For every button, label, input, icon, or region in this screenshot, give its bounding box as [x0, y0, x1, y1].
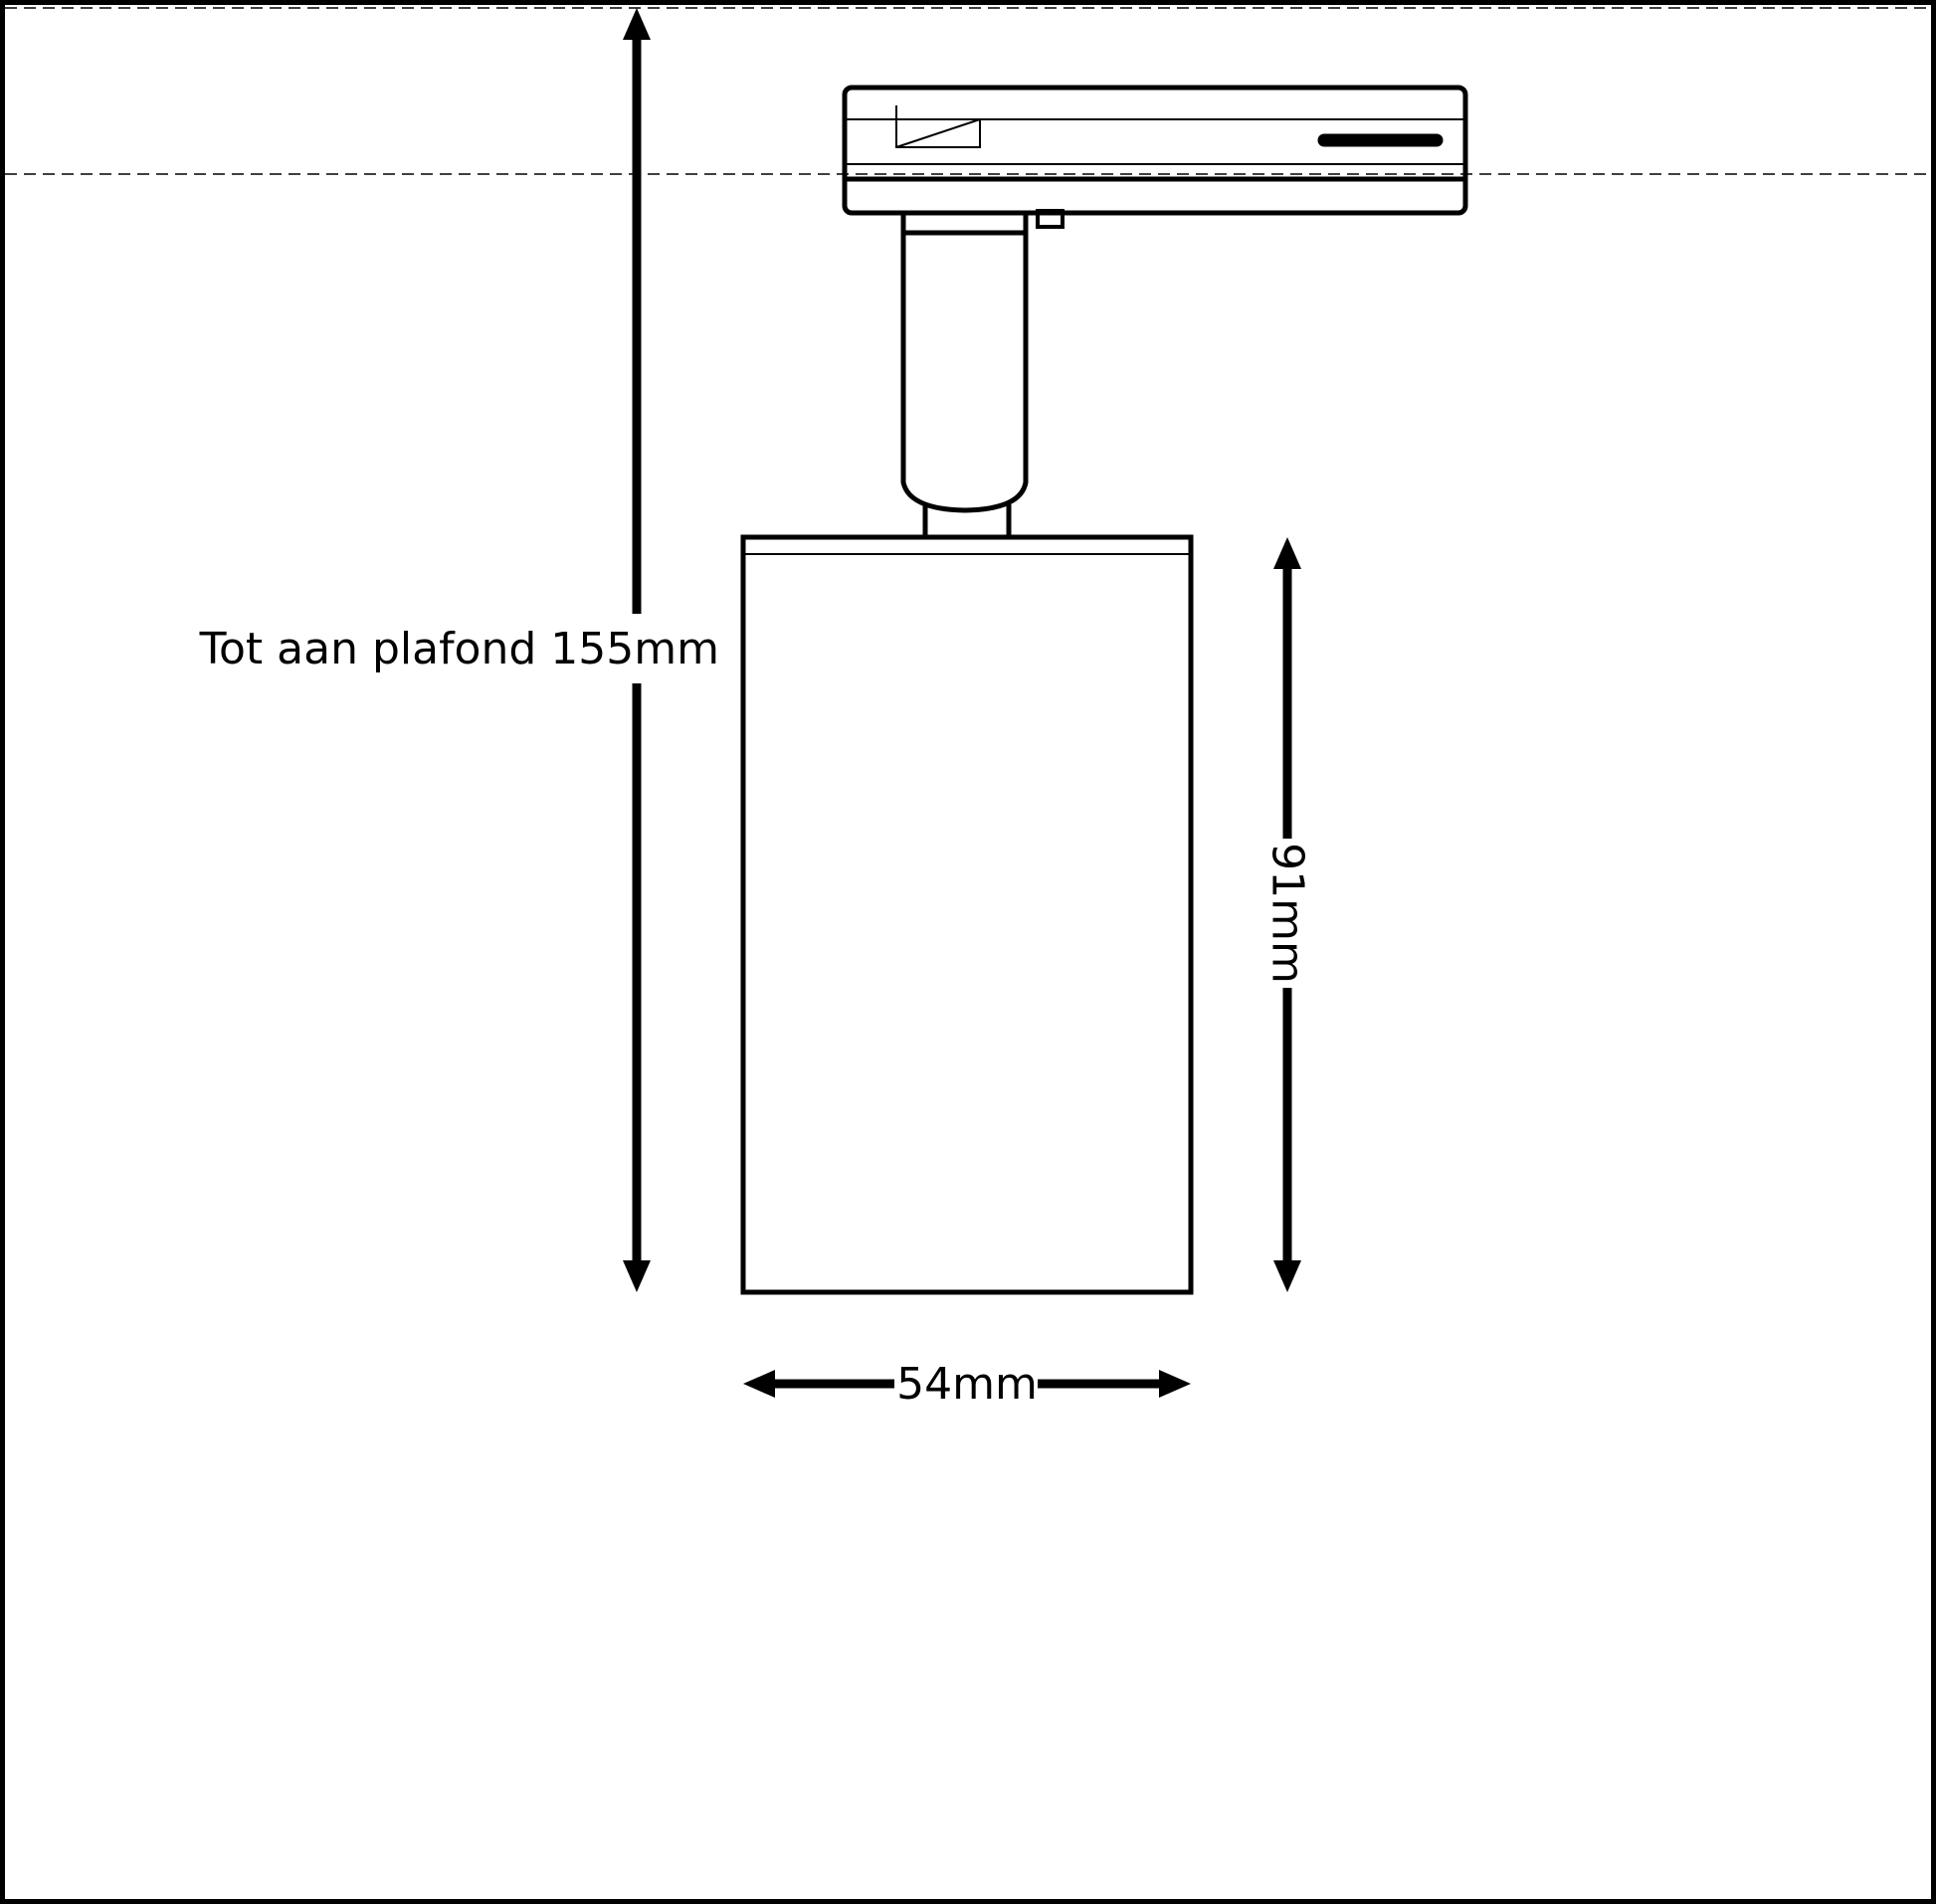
ceiling-height-label: Tot aan plafond 155mm [199, 624, 719, 674]
body-height-dimension-arrow [1273, 537, 1301, 1292]
body-width-dimension-arrow [743, 1370, 1191, 1398]
body-height-label: 91mm [1262, 843, 1313, 984]
body-width-label: 54mm [896, 1359, 1038, 1410]
lamp-body [740, 534, 1194, 1295]
ceiling-dimension-arrow [623, 8, 651, 1292]
track-adapter [842, 85, 1468, 216]
adapter-connector [900, 209, 1065, 236]
spotlight-stem [900, 235, 1029, 537]
